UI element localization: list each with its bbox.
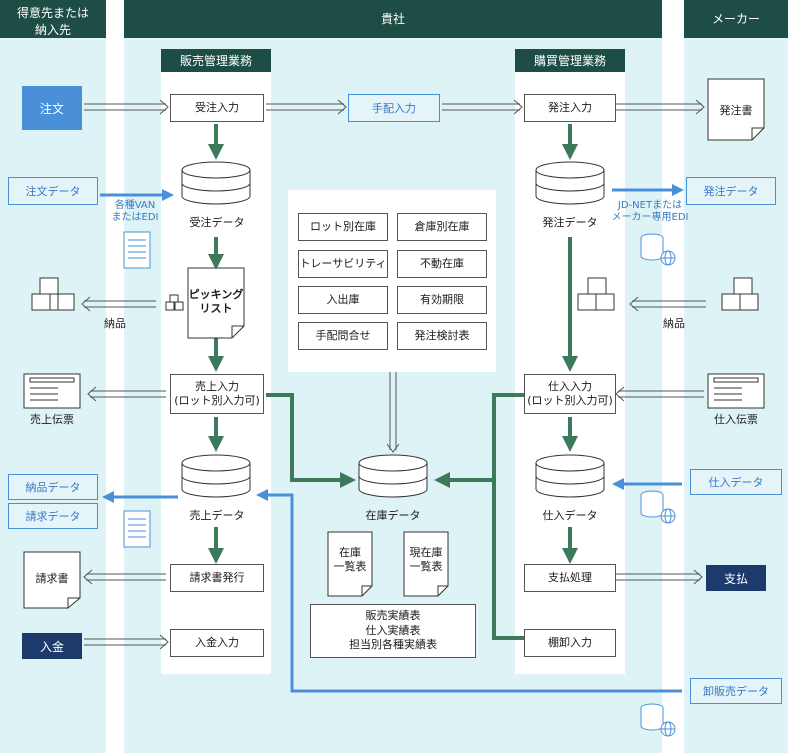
customer-order-box: 注文: [22, 86, 82, 130]
company-header-label: 貴社: [380, 12, 405, 26]
sales-slip-label: 売上伝票: [30, 413, 74, 426]
stock-list-line2: 一覧表: [333, 560, 367, 574]
customer-order-data-box: 注文データ: [8, 177, 98, 205]
stock-list-line1: 在庫: [339, 546, 361, 559]
picking-list-label: ピッキング リスト: [188, 288, 244, 316]
receipt-entry-line1: 仕入入力: [548, 380, 592, 394]
customer-delivery-data-box: 納品データ: [8, 474, 98, 500]
jdnet-label: JD-NETまたは メーカー専用EDI: [608, 200, 692, 224]
po-entry-box: 発注入力: [524, 94, 616, 122]
sales-data-label: 売上データ: [189, 509, 245, 522]
customer-header-line2: 納入先: [34, 23, 71, 37]
customer-payment-box: 入金: [22, 633, 82, 659]
payment-process-box: 支払処理: [524, 564, 616, 592]
stock-data-label: 在庫データ: [365, 509, 421, 522]
customer-delivery-label: 納品: [104, 317, 126, 330]
wholesale-data-box: 卸販売データ: [690, 678, 782, 704]
order-entry-box: 受注入力: [170, 94, 264, 122]
sales-entry-box: 売上入力 (ロット別入力可): [170, 374, 264, 414]
receipt-slip-label: 仕入伝票: [714, 413, 758, 426]
current-stock-list-line1: 現在庫: [409, 546, 443, 559]
sales-entry-line1: 売上入力: [195, 380, 239, 394]
current-stock-list-label: 現在庫 一覧表: [404, 546, 448, 575]
customer-header-line1: 得意先または: [16, 6, 89, 20]
green-arrows: [208, 124, 578, 640]
inventory-item-dead-stock: 不動在庫: [397, 250, 487, 278]
report-staff: 担当別各種実績表: [349, 638, 437, 652]
picking-list-doc-icon: [187, 267, 245, 339]
purchase-section-header: 購買管理業務: [515, 49, 625, 72]
maker-payment-box: 支払: [706, 565, 766, 591]
customer-header: 得意先または 納入先: [0, 0, 106, 38]
maker-header: メーカー: [684, 0, 788, 38]
report-purchase: 仕入実績表: [365, 623, 421, 637]
receipt-data-label: 仕入データ: [542, 509, 598, 522]
slip-icons: [23, 373, 765, 409]
jdnet-line1: JD-NETまたは: [617, 200, 683, 211]
stocktake-entry-box: 棚卸入力: [524, 629, 616, 657]
current-stock-list-line2: 一覧表: [409, 560, 443, 574]
maker-po-data-box: 発注データ: [686, 177, 776, 205]
van-edi-line1: 各種VAN: [114, 200, 156, 211]
db-globe-icons: [640, 233, 676, 737]
server-icons: [123, 231, 151, 548]
company-header: 貴社: [124, 0, 662, 38]
receipt-entry-line2: (ロット別入力可): [527, 394, 613, 407]
database-icons: [181, 161, 605, 498]
inventory-item-expiry: 有効期限: [397, 286, 487, 314]
package-icons: [31, 277, 759, 311]
picking-list-line1: ピッキング: [188, 288, 244, 301]
document-icons: [23, 78, 765, 609]
payment-entry-box: 入金入力: [170, 629, 264, 657]
report-sales: 販売実績表: [365, 608, 421, 622]
receipt-entry-box: 仕入入力 (ロット別入力可): [524, 374, 616, 414]
arrange-entry-box: 手配入力: [348, 94, 440, 122]
van-edi-line2: またはEDI: [111, 212, 159, 223]
reports-box: 販売実績表 仕入実績表 担当別各種実績表: [310, 604, 476, 658]
invoice-doc-label: 請求書: [35, 572, 69, 585]
inventory-item-warehouse-stock: 倉庫別在庫: [397, 213, 487, 241]
order-data-label: 受注データ: [189, 216, 245, 229]
blue-arrows: [100, 184, 684, 693]
inventory-item-po-review: 発注検討表: [397, 322, 487, 350]
inventory-item-arrange-inquiry: 手配問合せ: [298, 322, 388, 350]
maker-receipt-data-box: 仕入データ: [690, 469, 782, 495]
jdnet-line2: メーカー専用EDI: [611, 212, 689, 223]
po-doc-label: 発注書: [719, 104, 753, 117]
inventory-item-traceability: トレーサビリティ: [298, 250, 388, 278]
picking-list-line2: リスト: [199, 301, 233, 315]
inventory-item-in-out: 入出庫: [298, 286, 388, 314]
po-data-label: 発注データ: [542, 216, 598, 229]
invoice-issue-box: 請求書発行: [170, 564, 264, 592]
sales-entry-line2: (ロット別入力可): [174, 394, 260, 407]
inventory-item-lot-stock: ロット別在庫: [298, 213, 388, 241]
sales-section-header: 販売管理業務: [161, 49, 271, 72]
customer-billing-data-box: 請求データ: [8, 503, 98, 529]
double-arrows: [81, 99, 706, 650]
maker-header-label: メーカー: [711, 12, 760, 26]
van-edi-label: 各種VAN またはEDI: [108, 200, 162, 224]
maker-delivery-label: 納品: [663, 317, 685, 330]
stock-list-label: 在庫 一覧表: [328, 546, 372, 575]
